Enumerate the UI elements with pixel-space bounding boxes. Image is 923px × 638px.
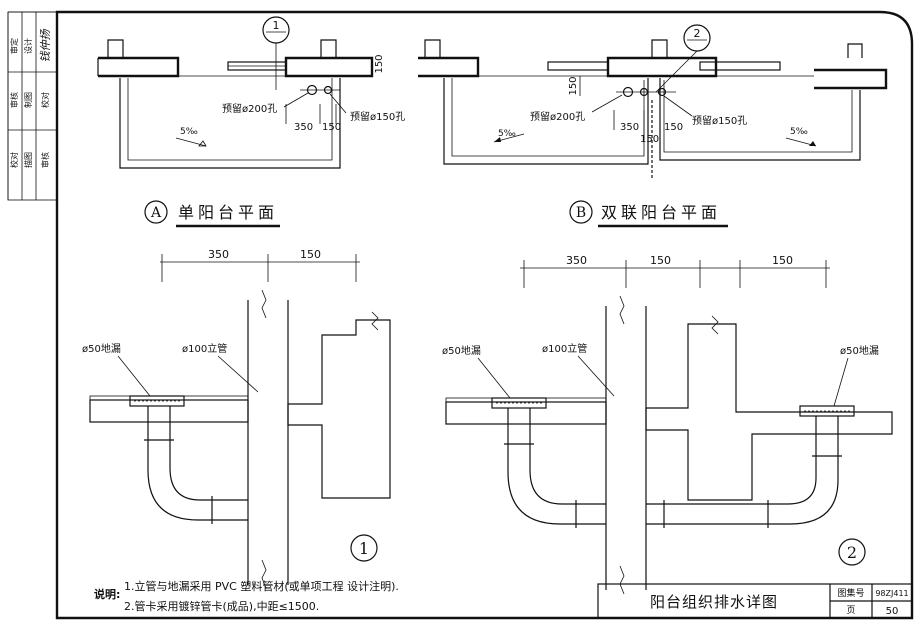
sheet-border: [55, 10, 914, 620]
section-1-label-drain: ø50地漏: [82, 342, 121, 355]
plan-b-slope-right: 5‰: [790, 127, 808, 137]
plan-a-label-hole-150: 预留ø150孔: [350, 110, 405, 123]
title-block-atlas-value: 98ZJ411: [875, 589, 908, 598]
plan-a-dim-150: 150: [322, 122, 341, 133]
section-2-label-drain-right: ø50地漏: [840, 344, 879, 357]
section-1: 350 150 ø50地漏 ø100立管 1: [82, 248, 391, 589]
section-2-dim-150-a: 150: [650, 254, 671, 267]
sidebar-cell-0: 审定: [9, 38, 19, 54]
sidebar-cell-7: 审核: [40, 152, 50, 168]
section-1-dim-150: 150: [300, 248, 321, 261]
sidebar-cell-6: 校对: [40, 92, 50, 108]
sidebar-cell-5: 描图: [23, 152, 33, 168]
section-1-label-pipe: ø100立管: [182, 342, 227, 355]
sidebar-cell-1: 审核: [9, 92, 19, 108]
plan-a-slope: 5‰: [180, 127, 198, 137]
plan-a-label-hole-200: 预留ø200孔: [222, 102, 277, 115]
section-2-number: 2: [847, 543, 857, 562]
plan-b-label-hole-200: 预留ø200孔: [530, 110, 585, 123]
notes-line-2: 2.管卡采用镀锌管卡(成品),中距≤1500.: [124, 599, 319, 613]
plan-b-title: 双联阳台平面: [601, 203, 721, 222]
plan-b-label-hole-150: 预留ø150孔: [692, 114, 747, 127]
section-2-dim-150-b: 150: [772, 254, 793, 267]
title-block-page-value: 50: [886, 606, 899, 617]
notes-heading: 说明:: [94, 587, 120, 601]
plan-b-detail-mark: 2: [694, 27, 701, 40]
plan-a: 1 150 预留ø200孔 预留ø150孔 350 150 5‰ A 单阳台平面: [97, 16, 405, 228]
notes: 说明: 1.立管与地漏采用 PVC 塑料管材(或单项工程 设计注明). 2.管卡…: [94, 579, 399, 613]
notes-line-1: 1.立管与地漏采用 PVC 塑料管材(或单项工程 设计注明).: [124, 579, 399, 593]
plan-b-dim-150-b: 150: [664, 122, 683, 133]
section-2-label-pipe: ø100立管: [542, 342, 587, 355]
plan-a-title: 单阳台平面: [178, 203, 278, 222]
plan-a-detail-mark: 1: [273, 19, 280, 32]
signature: 钱仲扬: [39, 29, 52, 63]
plan-a-title-mark: A: [150, 205, 162, 221]
plan-b-dim-150-a: 150: [640, 134, 659, 145]
sidebar-cell-4: 制图: [23, 92, 33, 108]
sidebar-cell-3: 设计: [23, 38, 33, 54]
plan-b-slope-left: 5‰: [498, 129, 516, 139]
title-block-page-label: 页: [846, 605, 855, 616]
section-2-dim-350: 350: [566, 254, 587, 267]
plan-b-title-mark: B: [576, 205, 586, 221]
section-1-dim-350: 350: [208, 248, 229, 261]
sidebar-cell-2: 校对: [9, 152, 19, 168]
plan-b: 2 150 预留ø200孔 预留ø150孔 350 150 150 5‰ 5‰ …: [418, 24, 888, 228]
plan-a-dim-350: 350: [294, 122, 313, 133]
section-2-label-drain-left: ø50地漏: [442, 344, 481, 357]
section-2: 350 150 150 ø50地漏 ø100立管 ø50地漏: [442, 254, 893, 595]
plan-a-dim-vertical: 150: [374, 54, 385, 73]
title-block-title: 阳台组织排水详图: [650, 593, 778, 611]
title-block-atlas-label: 图集号: [837, 587, 864, 599]
plan-b-dim-350: 350: [620, 122, 639, 133]
title-block: 阳台组织排水详图 图集号 98ZJ411 页 50: [597, 583, 913, 619]
plan-b-dim-vertical: 150: [568, 76, 579, 95]
signoff-strip: 审定 审核 校对 设计 制图 描图 校对 审核 钱仲扬: [7, 11, 58, 201]
section-1-number: 1: [359, 539, 369, 558]
